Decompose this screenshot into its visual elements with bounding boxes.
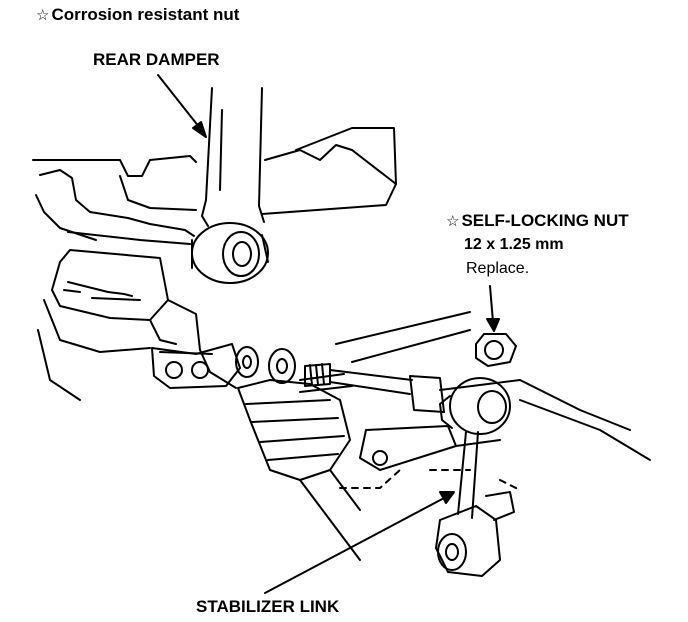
washers — [235, 346, 296, 384]
arrow-head-icon — [439, 491, 455, 504]
label-nut-size: 12 x 1.25 mm — [464, 236, 564, 253]
label-self-locking-nut: SELF-LOCKING NUT — [461, 211, 629, 230]
star-icon: ☆ — [446, 213, 460, 230]
rear-damper-leader — [157, 74, 204, 133]
legend: ☆Corrosion resistant nut — [36, 6, 239, 23]
threaded-shaft — [304, 363, 445, 413]
stabilizer-link-leader — [264, 496, 447, 594]
stabilizer-link-upper-joint — [439, 377, 511, 435]
rear-damper — [191, 87, 269, 284]
self-locking-nut-callout: ☆SELF-LOCKING NUT — [446, 212, 629, 229]
body-frame — [32, 127, 397, 245]
cv-boot — [237, 379, 361, 561]
lower-arm — [339, 425, 521, 491]
stabilizer-bar — [299, 311, 651, 461]
label-rear-damper: REAR DAMPER — [93, 50, 220, 69]
nut-leader — [489, 285, 494, 323]
knuckle — [37, 249, 237, 401]
leader-arrows — [157, 74, 500, 594]
self-locking-nut — [475, 333, 517, 367]
mounting-bracket — [151, 343, 241, 389]
star-icon: ☆ — [36, 7, 50, 24]
stabilizer-link — [435, 431, 515, 577]
arrow-head-icon — [486, 318, 500, 332]
label-stabilizer-link: STABILIZER LINK — [196, 597, 340, 616]
arrow-head-icon — [192, 121, 207, 138]
legend-text: Corrosion resistant nut — [51, 5, 240, 24]
label-replace-note: Replace. — [466, 260, 530, 277]
